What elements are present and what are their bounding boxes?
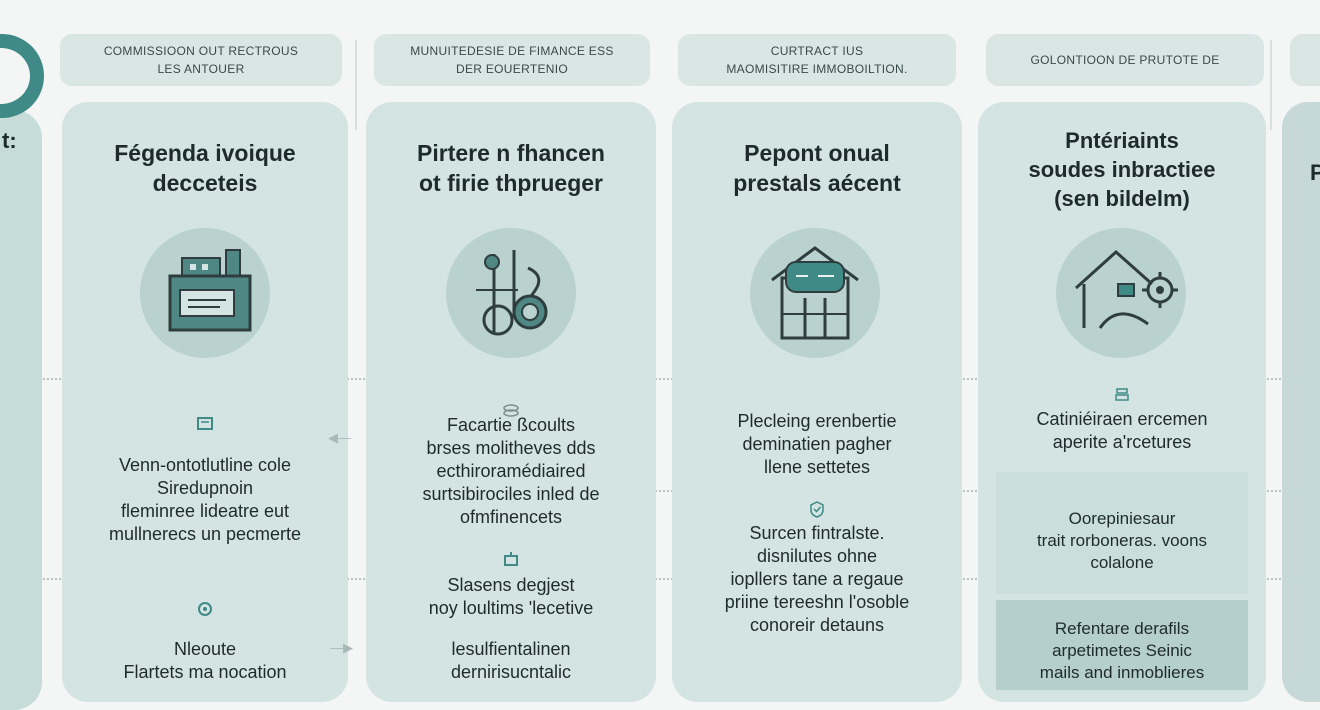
column-4: Pntériaints soudes inbractiee (sen bilde…	[978, 102, 1266, 702]
right-header-tab-edge	[1290, 34, 1320, 86]
column-1-title-line-2: decceteis	[152, 170, 258, 196]
header-tab-2-line-2: DER EOUERTENIO	[456, 62, 568, 76]
header-tab-2: MUNUITEDESIE DE FIMANCE ESS DER EOUERTEN…	[374, 34, 650, 86]
column-2-block-1: Facartie ßcoults brses molitheves dds ec…	[366, 414, 656, 529]
column-1-block-1: Venn-ontotlutline cole Siredupnoin flemi…	[62, 454, 348, 546]
column-1-block-1-line-1: Venn-ontotlutline cole	[118, 455, 292, 475]
column-2-block-2-line-1: Slasens degjest	[447, 575, 575, 595]
column-2-block-1-line-1: Facartie ßcoults	[446, 415, 576, 435]
column-2-block-1-line-2: brses molitheves dds	[426, 438, 596, 458]
header-tab-2-line-1: MUNUITEDESIE DE FIMANCE ESS	[410, 44, 614, 58]
house-sign-icon	[750, 228, 880, 358]
badge-icon	[198, 602, 212, 616]
column-2-title: Pirtere n fhancen ot firie thprueger	[366, 138, 656, 198]
column-2-block-3: lesulfientalinen dernirisucntalic	[366, 638, 656, 684]
house-gear-icon	[1056, 228, 1186, 358]
column-4-box-2-line-3: mails and inmoblieres	[1039, 663, 1205, 682]
column-4-box-2: Refentare derafils arpetimetes Seinic ma…	[996, 600, 1248, 690]
column-3-title-line-2: prestals aécent	[733, 170, 901, 196]
column-1: Fégenda ivoique decceteis Venn-ontotlutl…	[62, 102, 348, 702]
connector-1	[355, 40, 357, 130]
column-3-block-2-line-2: disnilutes ohne	[756, 546, 878, 566]
header-tab-1-line-2: LES ANTOUER	[157, 62, 245, 76]
header-tab-4: GOLONTIOON DE PRUTOTE DE	[986, 34, 1264, 86]
column-1-block-1-line-3: fleminree lideatre eut	[120, 501, 290, 521]
column-3-block-2-line-5: conoreir detauns	[749, 615, 885, 635]
arrow-right-icon: —▶	[330, 640, 353, 655]
column-4-title-line-1: Pntériaints	[1065, 128, 1179, 153]
column-3-block-2: Surcen fintralste. disnilutes ohne iopll…	[672, 522, 962, 637]
column-1-title-line-1: Fégenda ivoique	[114, 140, 296, 166]
column-3-block-2-line-4: priine tereeshn l'osoble	[724, 592, 910, 612]
column-2-block-1-line-5: ofmfinencets	[459, 507, 563, 527]
column-1-block-2: Nleoute Flartets ma nocation	[62, 638, 348, 684]
connector-2	[1270, 40, 1272, 130]
column-1-block-2-line-1: Nleoute	[173, 639, 237, 659]
header-tab-3-line-2: MAOMISITIRE IMMOBOILTION.	[726, 62, 908, 76]
column-3-block-1-line-3: llene settetes	[763, 457, 871, 477]
bag-icon	[504, 552, 518, 566]
column-2: Pirtere n fhancen ot firie thprueger Fac…	[366, 102, 656, 702]
column-3-block-2-line-3: iopllers tane a regaue	[730, 569, 904, 589]
column-1-block-2-line-2: Flartets ma nocation	[123, 662, 287, 682]
column-4-title-line-3: (sen bildelm)	[1054, 186, 1190, 211]
header-tab-3: CURTRACT IUS MAOMISITIRE IMMOBOILTION.	[678, 34, 956, 86]
column-4-block-1-line-1: Catiniéiraen ercemen	[1036, 409, 1208, 429]
left-edge-text: t:	[2, 128, 17, 153]
building-icon	[140, 228, 270, 358]
stack-icon	[1115, 388, 1129, 401]
dotted-rail-bottom	[0, 578, 1320, 580]
column-2-title-line-2: ot firie thprueger	[418, 170, 603, 196]
column-4-box-2-line-2: arpetimetes Seinic	[1052, 641, 1192, 660]
column-4-title: Pntériaints soudes inbractiee (sen bilde…	[978, 126, 1266, 213]
column-2-block-1-line-4: surtsibirociles inled de	[422, 484, 600, 504]
column-4-block-1: Catiniéiraen ercemen aperite a'rcetures	[978, 408, 1266, 454]
column-1-title: Fégenda ivoique decceteis	[62, 138, 348, 198]
column-2-block-2: Slasens degjest noy loultims 'lecetive	[366, 574, 656, 620]
coin-stack-icon	[503, 404, 519, 417]
column-4-block-1-line-2: aperite a'rcetures	[1052, 432, 1192, 452]
column-2-title-line-1: Pirtere n fhancen	[417, 140, 605, 166]
column-2-block-3-line-2: dernirisucntalic	[450, 662, 572, 682]
column-3-block-1: Plecleing erenbertie deminatien pagher l…	[672, 410, 962, 479]
column-3-block-1-line-1: Plecleing erenbertie	[737, 411, 897, 431]
check-shield-icon	[810, 501, 824, 518]
column-4-box-2-line-1: Refentare derafils	[1054, 619, 1190, 638]
column-1-block-1-line-2: Siredupnoin	[156, 478, 254, 498]
document-icon	[197, 417, 213, 430]
finance-tools-icon	[446, 228, 576, 358]
right-edge-text: P	[1310, 160, 1320, 185]
column-3: Pepont onual prestals aécent Plecleing e…	[672, 102, 962, 702]
column-3-block-2-line-1: Surcen fintralste.	[749, 523, 885, 543]
column-3-title: Pepont onual prestals aécent	[672, 138, 962, 198]
right-column-edge	[1282, 102, 1320, 702]
header-tab-3-line-1: CURTRACT IUS	[770, 44, 864, 58]
arrow-left-icon: ◀—	[328, 430, 351, 445]
column-2-block-2-line-2: noy loultims 'lecetive	[428, 598, 594, 618]
header-tab-1-line-1: COMMISSIOON OUT RECTROUS	[103, 44, 299, 58]
column-4-box-1-line-1: Oorepiniesaur	[1068, 509, 1176, 528]
column-4-box-1-line-2: trait rorboneras. voons	[1036, 531, 1208, 550]
header-tab-4-line-1: GOLONTIOON DE PRUTOTE DE	[1030, 53, 1220, 67]
column-2-block-1-line-3: ecthiroramédiaired	[436, 461, 586, 481]
dotted-rail-top	[0, 378, 1320, 380]
column-1-block-1-line-4: mullnerecs un pecmerte	[108, 524, 302, 544]
column-3-block-1-line-2: deminatien pagher	[742, 434, 892, 454]
header-tab-1: COMMISSIOON OUT RECTROUS LES ANTOUER	[60, 34, 342, 86]
column-2-block-3-line-1: lesulfientalinen	[451, 639, 571, 659]
column-4-box-1-line-3: colalone	[1090, 553, 1154, 572]
column-4-box-1: Oorepiniesaur trait rorboneras. voons co…	[996, 472, 1248, 594]
column-4-title-line-2: soudes inbractiee	[1028, 157, 1216, 182]
left-column-edge	[0, 110, 42, 710]
column-3-title-line-1: Pepont onual	[744, 140, 890, 166]
